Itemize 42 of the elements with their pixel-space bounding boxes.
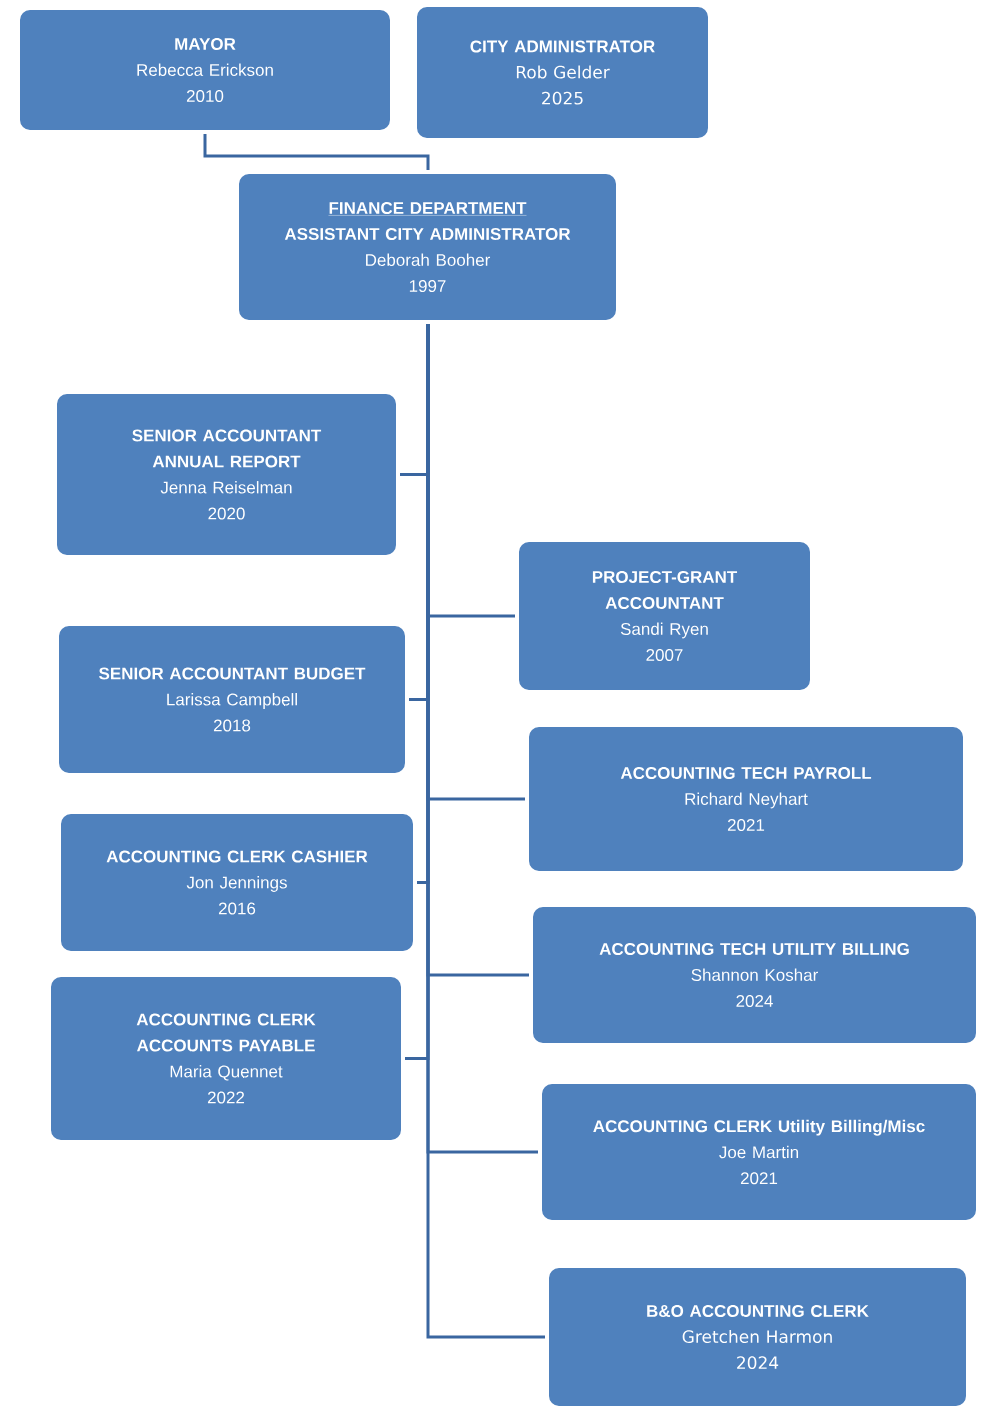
- start-year: 2007: [646, 649, 683, 662]
- position-box: [529, 903, 980, 1047]
- start-year: 2016: [218, 902, 256, 915]
- position-title: CITY ADMINISTRATOR: [470, 40, 655, 53]
- person-name: Joe Martin: [719, 1145, 799, 1159]
- position-box: [538, 1080, 980, 1224]
- start-year: 2024: [737, 1356, 779, 1370]
- position-box: [545, 1264, 970, 1410]
- person-name: Rob Gelder: [516, 65, 610, 79]
- start-year: 2024: [736, 995, 773, 1008]
- person-name: Sandi Ryen: [620, 622, 708, 639]
- person-name: Jon Jennings: [186, 876, 287, 892]
- position-title: ACCOUNTING TECH UTILITY BILLING: [599, 943, 909, 956]
- position-title: ASSISTANT CITY ADMINISTRATOR: [284, 228, 571, 241]
- position-title: ACCOUNTING CLERK CASHIER: [106, 850, 368, 863]
- position-title: SENIOR ACCOUNTANT BUDGET: [99, 667, 366, 680]
- position-title: ACCOUNTING TECH PAYROLL: [620, 767, 872, 780]
- person-name: Jenna Reiselman: [160, 481, 292, 494]
- position-title: MAYOR: [175, 38, 236, 51]
- start-year: 2025: [542, 91, 583, 105]
- person-name: Rebecca Erickson: [137, 63, 273, 77]
- department-heading: FINANCE DEPARTMENT: [328, 202, 527, 216]
- connector-line: [203, 132, 430, 172]
- start-year: 1997: [409, 280, 446, 293]
- start-year: 2022: [207, 1091, 245, 1104]
- start-year: 2021: [740, 1172, 778, 1185]
- position-title: SENIOR ACCOUNTANT ANNUAL REPORT: [132, 429, 322, 468]
- position-title: ACCOUNTING CLERK ACCOUNTS PAYABLE: [136, 1013, 316, 1052]
- start-year: 2021: [727, 819, 765, 832]
- start-year: 2020: [208, 507, 245, 520]
- position-title: PROJECT-GRANT ACCOUNTANT: [592, 571, 738, 610]
- person-name: Maria Quennet: [170, 1065, 283, 1081]
- person-name: Deborah Booher: [366, 253, 491, 267]
- position-title: B&O ACCOUNTING CLERK: [647, 1304, 869, 1317]
- start-year: 2018: [213, 719, 251, 732]
- position-title: ACCOUNTING CLERK Utility Billing/Misc: [593, 1119, 925, 1136]
- person-name: Gretchen Harmon: [682, 1329, 832, 1344]
- person-name: Shannon Koshar: [691, 968, 818, 982]
- position-box: [525, 723, 967, 875]
- person-name: Larissa Campbell: [167, 693, 297, 709]
- start-year: 2010: [186, 90, 224, 103]
- person-name: Richard Neyhart: [685, 792, 808, 809]
